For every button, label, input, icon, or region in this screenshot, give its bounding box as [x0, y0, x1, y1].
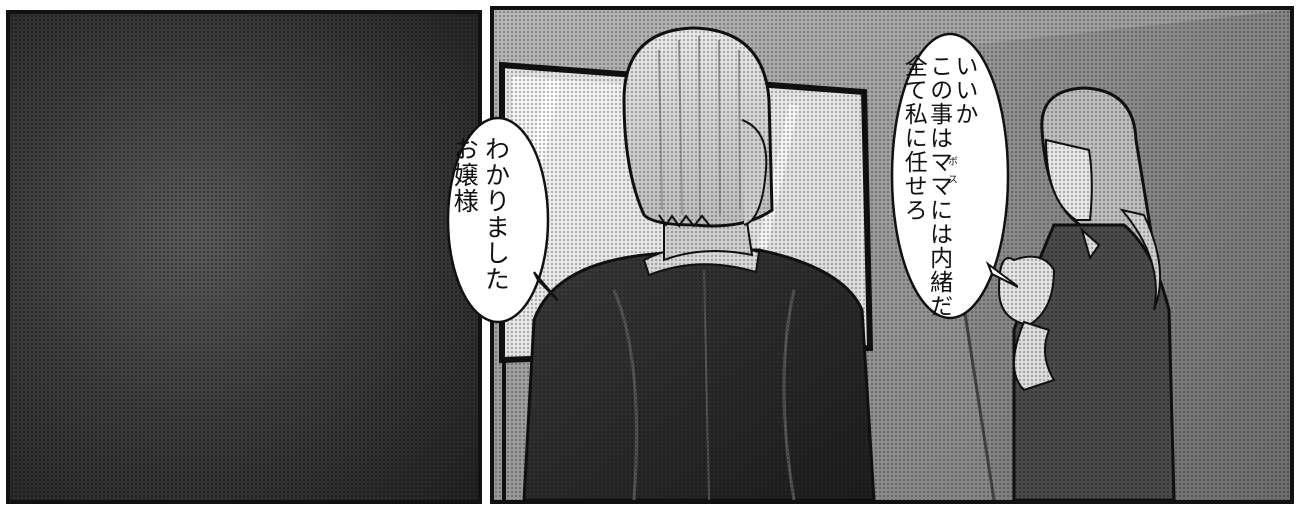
butler-suit: [522, 248, 876, 500]
girl-dialogue: いいか この事はママには内緒だ 全て私に任せろ: [900, 54, 977, 318]
butler-dialogue: わかりました お嬢様: [450, 136, 511, 292]
girl-face: [1044, 138, 1093, 221]
girl-speech-bubble: [890, 32, 1018, 320]
left-panel: [6, 10, 482, 504]
girl-furigana: ボス: [945, 156, 957, 192]
butler-ear: [741, 119, 768, 226]
butler-speech-bubble: [446, 116, 558, 324]
